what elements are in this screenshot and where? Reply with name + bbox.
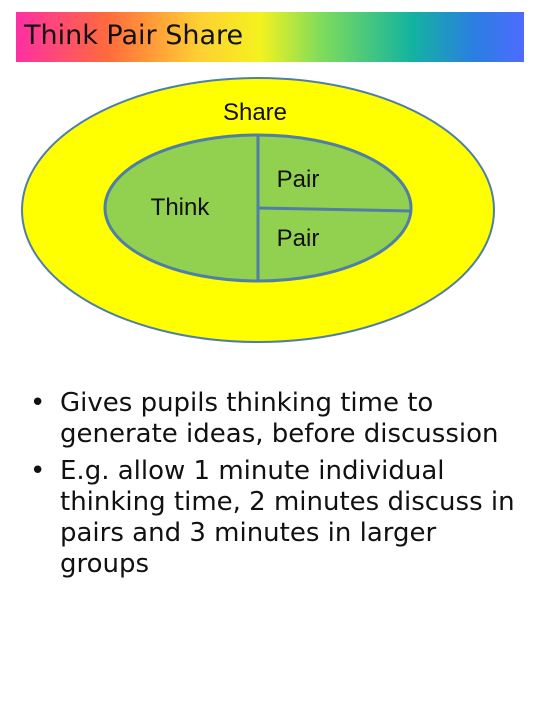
bullet-marker: • [30, 456, 46, 486]
bullet-text: Gives pupils thinking time to generate i… [60, 388, 499, 449]
bullet-text: E.g. allow 1 minute individual thinking … [60, 456, 515, 579]
bullet-item: • Gives pupils thinking time to generate… [30, 388, 530, 450]
bullet-item: • E.g. allow 1 minute individual thinkin… [30, 456, 530, 580]
bullet-list: • Gives pupils thinking time to generate… [30, 388, 530, 586]
title-bar: Think Pair Share [16, 12, 524, 62]
share-label: Share [223, 99, 287, 126]
think-label: Think [151, 194, 211, 221]
think-pair-share-diagram: Share Think Pair Pair [21, 77, 495, 343]
page-title: Think Pair Share [24, 20, 244, 51]
bullet-marker: • [30, 388, 46, 418]
pair-pair-divider [257, 206, 412, 213]
pair-top-label: Pair [277, 166, 320, 193]
pair-bottom-label: Pair [277, 225, 320, 252]
